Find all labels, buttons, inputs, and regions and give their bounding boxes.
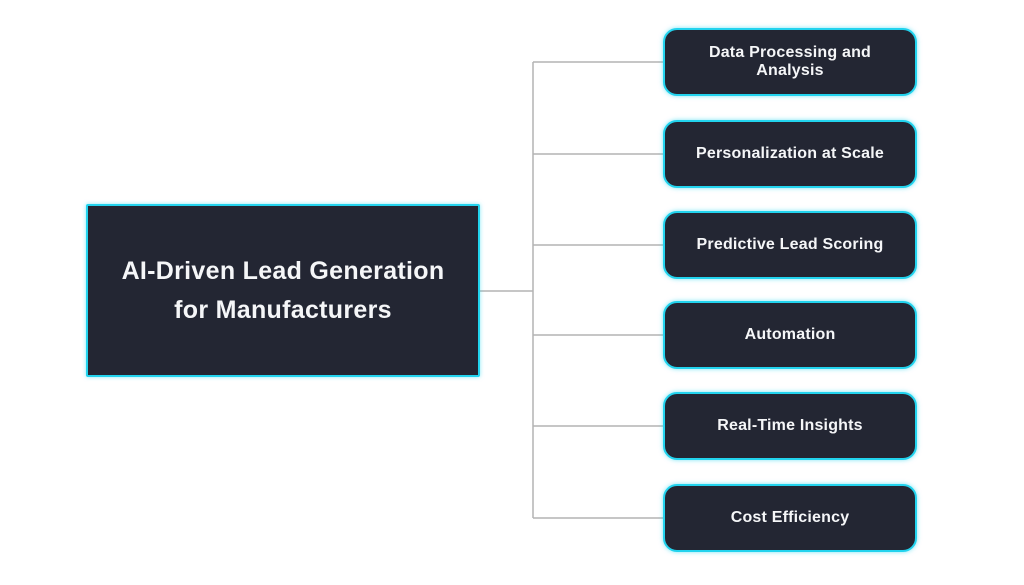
child-node-predictive-lead-scoring[interactable]: Predictive Lead Scoring [663, 211, 917, 279]
child-node-label: Real-Time Insights [717, 417, 863, 434]
root-node-ai-driven-lead-generation[interactable]: AI-Driven Lead Generation for Manufactur… [86, 204, 480, 377]
root-node-label: AI-Driven Lead Generation for Manufactur… [121, 256, 445, 324]
child-node-label: Predictive Lead Scoring [696, 236, 884, 253]
child-node-real-time-insights[interactable]: Real-Time Insights [663, 392, 917, 460]
child-node-automation[interactable]: Automation [663, 301, 917, 369]
child-node-label: Personalization at Scale [696, 145, 884, 162]
child-node-label: Data Processing and Analysis [708, 44, 872, 79]
child-node-cost-efficiency[interactable]: Cost Efficiency [663, 484, 917, 552]
child-node-label: Cost Efficiency [730, 509, 850, 526]
child-node-label: Automation [744, 326, 836, 343]
child-node-personalization[interactable]: Personalization at Scale [663, 120, 917, 188]
child-node-data-processing[interactable]: Data Processing and Analysis [663, 28, 917, 96]
